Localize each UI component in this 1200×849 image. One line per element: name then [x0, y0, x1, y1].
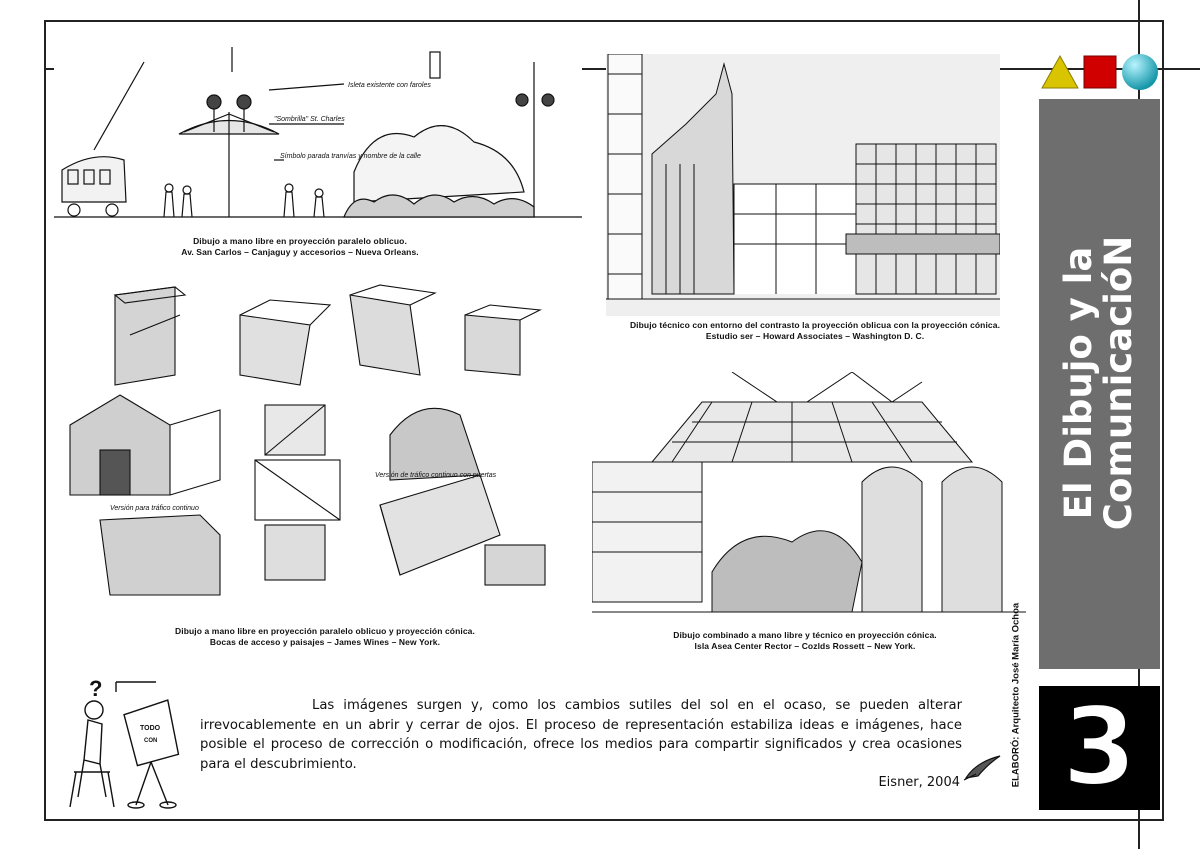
- boxes-caption: Dibujo a mano libre en proyección parale…: [110, 626, 540, 648]
- page-frame: [44, 20, 1164, 821]
- atrium-caption-line1: Dibujo combinado a mano libre y técnico …: [673, 630, 937, 640]
- title-line2: ComunicacióN: [1097, 235, 1140, 531]
- atrium-sketch: [592, 372, 1026, 624]
- square-icon: [1083, 55, 1117, 89]
- street-caption-line2: Av. San Carlos – Canjaguy y accesorios –…: [181, 247, 419, 257]
- building-caption: Dibujo técnico con entorno del contrasto…: [590, 320, 1040, 342]
- boxes-annot-1: Versión para tráfico continuo: [110, 505, 199, 512]
- quote-text: Las imágenes surgen y, como los cambios …: [200, 698, 962, 772]
- boxes-sketch: Versión para tráfico continuo Versión de…: [60, 275, 570, 623]
- street-annot-1: Isleta existente con faroles: [348, 82, 431, 89]
- building-caption-line2: Estudio ser – Howard Associates – Washin…: [705, 331, 925, 341]
- title-line1: El Dibujo y la: [1057, 246, 1100, 520]
- author-credit: ELABORÓ: Arquitecto José María Ochoa: [1010, 602, 1022, 788]
- top-rule-mid: [570, 68, 606, 70]
- sphere-icon: [1122, 54, 1158, 90]
- building-caption-line1: Dibujo técnico con entorno del contrasto…: [629, 320, 1001, 330]
- quote-author: Eisner, 2004: [878, 775, 960, 790]
- shape-icons: [1041, 54, 1158, 90]
- boxes-caption-line1: Dibujo a mano libre en proyección parale…: [175, 626, 475, 636]
- sign-line1: TODO: [140, 725, 161, 732]
- thinker-figure-icon: ? TODO CON: [56, 672, 186, 812]
- chapter-number-box: 3: [1039, 686, 1160, 810]
- boxes-annot-2: Versión de tráfico continuo con puertas: [375, 472, 497, 479]
- triangle-icon: [1041, 54, 1079, 89]
- atrium-sketch-drawing: [592, 372, 1026, 613]
- svg-text:?: ?: [89, 676, 102, 701]
- atrium-caption-line2: Isla Asea Center Rector – Cozlds Rossett…: [694, 641, 916, 651]
- street-sketch: Isleta existente con faroles "Sombrilla"…: [54, 42, 582, 234]
- street-sketch-drawing: Isleta existente con faroles "Sombrilla"…: [54, 47, 582, 218]
- vertical-title: El Dibujo y la ComunicacióN: [1057, 235, 1140, 531]
- atrium-caption: Dibujo combinado a mano libre y técnico …: [610, 630, 1000, 652]
- title-band: [1039, 99, 1160, 669]
- building-sketch-drawing: [606, 54, 1000, 300]
- boxes-caption-line2: Bocas de acceso y paisajes – James Wines…: [209, 637, 441, 647]
- quill-icon: [962, 752, 1004, 782]
- street-annot-3: Símbolo parada tranvías y nombre de la c…: [280, 153, 421, 160]
- street-annot-2: "Sombrilla" St. Charles: [274, 116, 345, 123]
- sign-line2: CON: [144, 738, 157, 744]
- chapter-number: 3: [1060, 685, 1138, 810]
- street-caption: Dibujo a mano libre en proyección parale…: [90, 236, 510, 258]
- street-caption-line1: Dibujo a mano libre en proyección parale…: [193, 236, 407, 246]
- building-sketch: [606, 54, 1000, 316]
- boxes-sketch-drawing: Versión para tráfico continuo Versión de…: [69, 284, 546, 596]
